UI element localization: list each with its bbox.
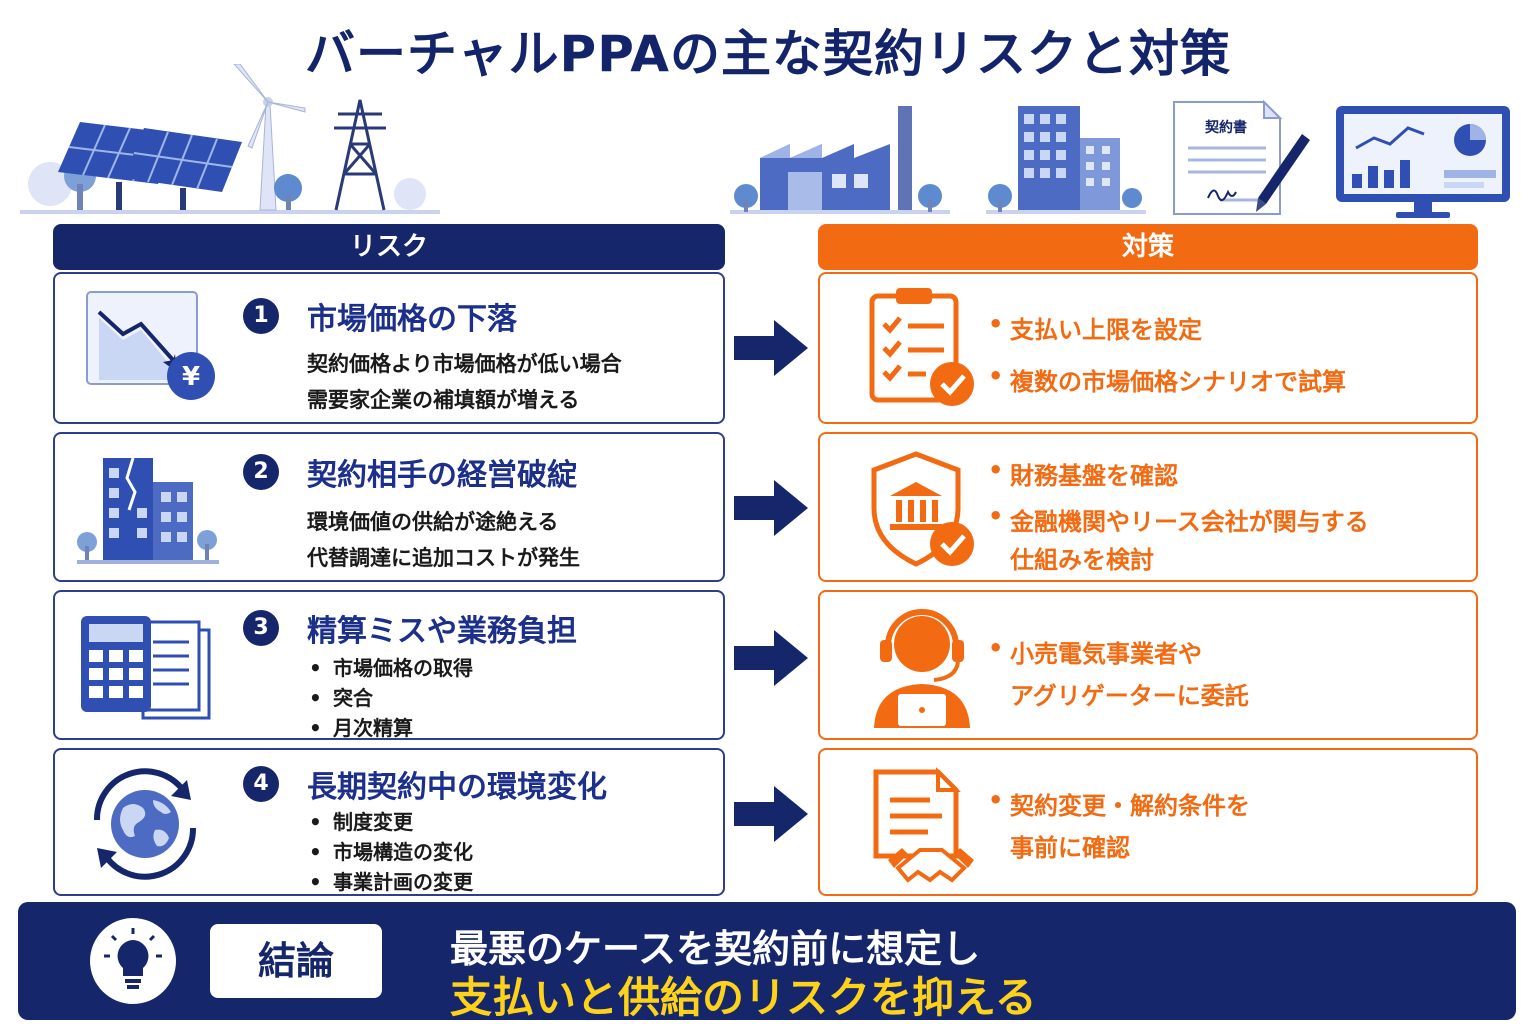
right-arrow-icon <box>734 630 808 690</box>
risk-card-1: ¥ 1 市場価格の下落 契約価格より市場価格が低い場合 需要家企業の補填額が増え… <box>53 272 725 424</box>
factory-illustration <box>730 96 950 216</box>
measure-item: 財務基盤を確認 <box>988 456 1178 491</box>
page-title: バーチャルPPAの主な契約リスクと対策 <box>305 25 1231 83</box>
contract-handshake-icon <box>868 764 988 894</box>
lightbulb-icon <box>90 918 176 1004</box>
risk-card-3: 3 精算ミスや業務負担 市場価格の取得 突合 月次精算 <box>53 590 725 740</box>
risk-detail: 需要家企業の補填額が増える <box>307 388 580 412</box>
measure-item: 支払い上限を設定 <box>988 310 1202 345</box>
risk-number: 2 <box>243 454 279 490</box>
risk-card-4: 4 長期契約中の環境変化 制度変更 市場構造の変化 事業計画の変更 <box>53 748 725 896</box>
measure-card-1: 支払い上限を設定 複数の市場価格シナリオで試算 <box>818 272 1478 424</box>
risk-detail: 代替調達に追加コストが発生 <box>307 546 580 570</box>
risk-bullet: 市場構造の変化 <box>309 836 473 865</box>
conclusion-banner: 結論 最悪のケースを契約前に想定し 支払いと供給のリスクを抑える <box>18 902 1516 1022</box>
renewable-energy-illustration <box>20 64 440 216</box>
risk-bullet: 月次精算 <box>309 712 413 741</box>
risk-detail: 契約価格より市場価格が低い場合 <box>307 352 622 376</box>
office-building-illustration <box>986 104 1146 216</box>
building-crack-icon <box>73 448 223 572</box>
risk-bullet: 突合 <box>309 682 373 711</box>
measure-column-header: 対策 <box>818 224 1478 270</box>
bank-shield-icon <box>864 448 984 582</box>
measure-card-2: 財務基盤を確認 金融機関やリース会社が関与する 仕組みを検討 <box>818 432 1478 582</box>
checklist-icon <box>864 284 984 418</box>
measure-card-4: 契約変更・解約条件を 事前に確認 <box>818 748 1478 896</box>
conclusion-line-2: 支払いと供給のリスクを抑える <box>450 973 1037 1022</box>
document-label: 契約書 <box>1204 119 1247 136</box>
right-arrow-icon <box>734 786 808 846</box>
risk-title: 精算ミスや業務負担 <box>307 614 577 649</box>
contract-document-illustration: 契約書 <box>1168 100 1318 218</box>
measure-item: アグリゲーターに委託 <box>1010 682 1249 710</box>
risk-number: 4 <box>243 766 279 802</box>
right-arrow-icon <box>734 320 808 380</box>
globe-cycle-icon <box>75 764 215 888</box>
analytics-monitor-illustration <box>1334 104 1512 222</box>
risk-bullet: 制度変更 <box>309 806 413 835</box>
conclusion-line-1: 最悪のケースを契約前に想定し <box>450 927 981 971</box>
risk-title: 長期契約中の環境変化 <box>307 770 607 805</box>
measure-item: 事前に確認 <box>1010 834 1130 862</box>
price-down-yen-icon: ¥ <box>79 288 229 412</box>
calculator-documents-icon <box>77 608 217 728</box>
risk-bullet: 市場価格の取得 <box>309 652 473 681</box>
risk-card-2: 2 契約相手の経営破綻 環境価値の供給が途絶える 代替調達に追加コストが発生 <box>53 432 725 582</box>
risk-title: 契約相手の経営破綻 <box>307 458 577 493</box>
measure-item: 複数の市場価格シナリオで試算 <box>988 362 1346 397</box>
risk-number: 1 <box>243 298 279 334</box>
operator-headset-icon <box>868 606 978 736</box>
svg-text:¥: ¥ <box>182 362 200 392</box>
risk-detail: 環境価値の供給が途絶える <box>307 510 559 534</box>
risk-title: 市場価格の下落 <box>307 302 517 337</box>
measure-card-3: 小売電気事業者や アグリゲーターに委託 <box>818 590 1478 740</box>
right-arrow-icon <box>734 480 808 540</box>
measure-item: 仕組みを検討 <box>1010 546 1154 574</box>
measure-item: 契約変更・解約条件を <box>988 786 1250 821</box>
conclusion-label: 結論 <box>210 924 382 998</box>
risk-column-header: リスク <box>53 224 725 270</box>
measure-item: 小売電気事業者や <box>988 634 1202 669</box>
risk-number: 3 <box>243 610 279 646</box>
measure-item: 金融機関やリース会社が関与する <box>988 502 1369 537</box>
risk-bullet: 事業計画の変更 <box>309 866 473 895</box>
